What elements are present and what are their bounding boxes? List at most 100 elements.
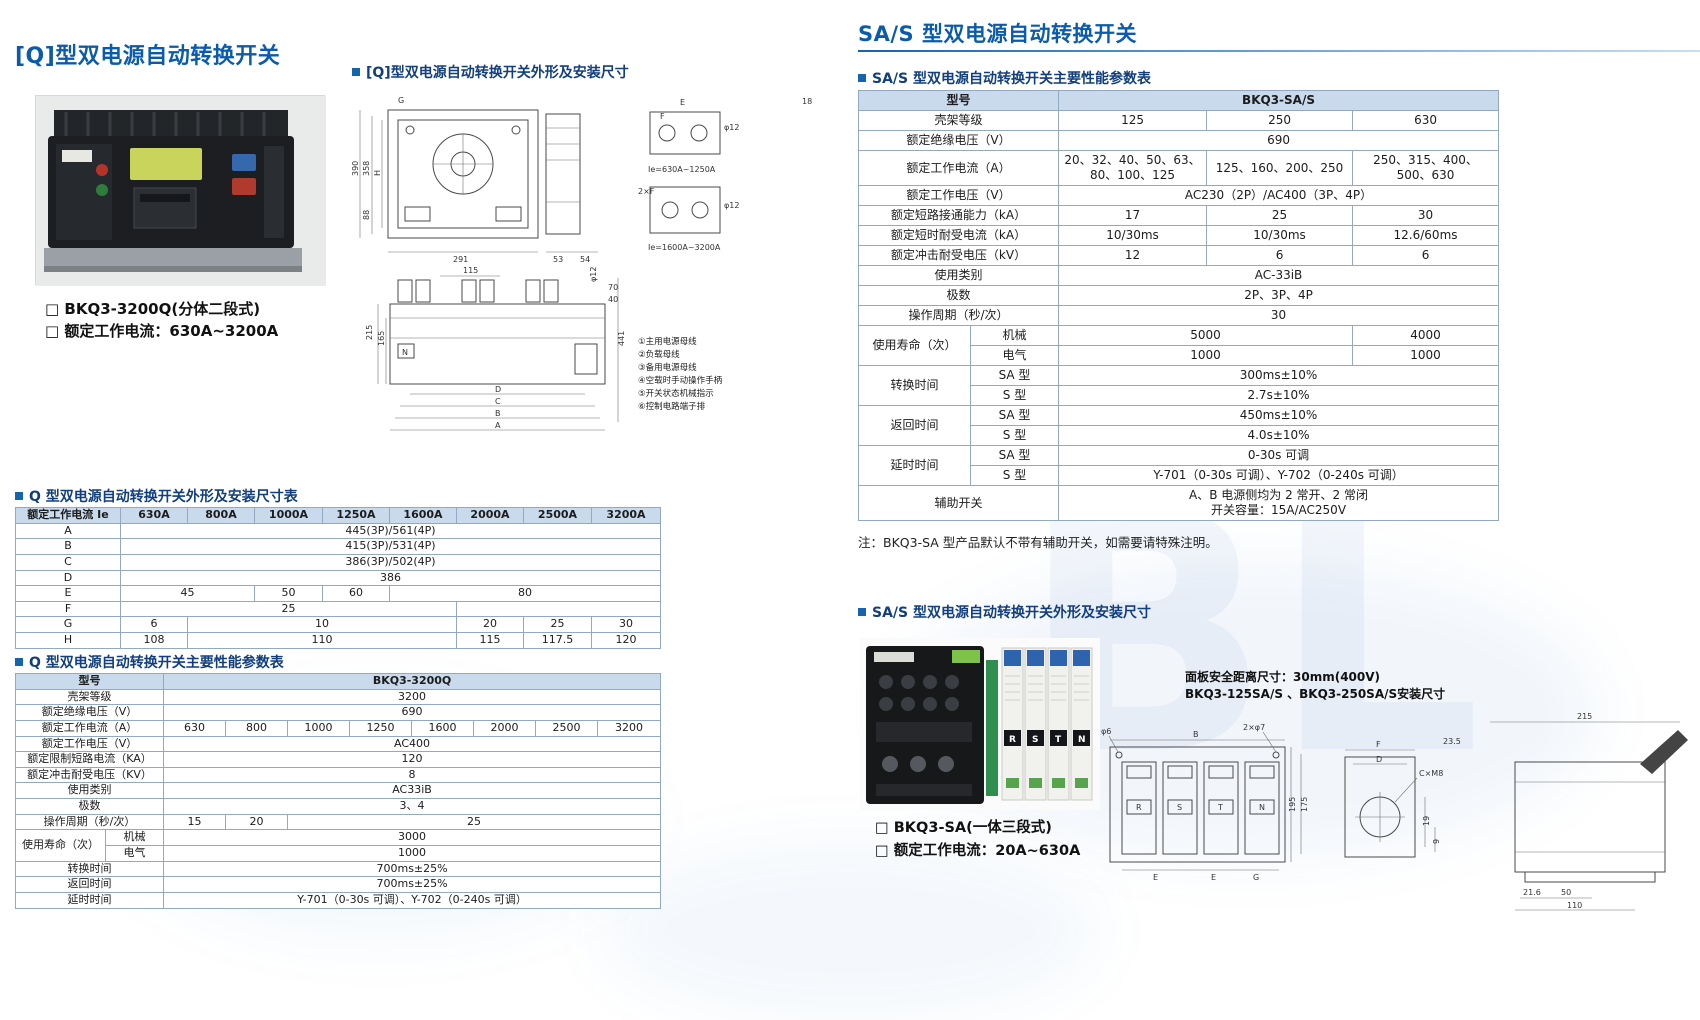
section-marker-icon xyxy=(352,68,360,76)
table-cell: 60 xyxy=(322,585,390,602)
table-cell: 壳架等级 xyxy=(857,110,1060,131)
table-cell: 386 xyxy=(120,569,661,587)
table-cell: 20 xyxy=(456,616,524,634)
table-cell: AC230（2P）/AC400（3P、4P） xyxy=(1058,185,1500,206)
callout-note: ②负载母线 xyxy=(638,349,680,360)
table-cell: 10 xyxy=(187,616,457,634)
dim-label: 53 xyxy=(553,255,563,264)
table-cell: 2500 xyxy=(535,719,598,737)
sa-front-view-outline: R S T N xyxy=(1109,746,1286,863)
table-cell: 3、4 xyxy=(162,798,662,815)
dim-label: φ12 xyxy=(724,201,739,210)
dim-label: 195 xyxy=(1288,797,1297,812)
module-letter: N xyxy=(1259,803,1265,812)
table-cell: 108 xyxy=(120,632,188,649)
table-cell: 15 xyxy=(163,813,226,831)
dim-label: F xyxy=(660,112,665,121)
table-cell: S 型 xyxy=(969,465,1060,486)
module-letter: N xyxy=(1078,735,1086,745)
table-cell: 25 xyxy=(523,616,592,634)
table-cell: 额定工作电压（V） xyxy=(857,185,1060,206)
dim-label: 88 xyxy=(362,210,371,220)
table-cell: 辅助开关 xyxy=(857,485,1060,521)
dim-label: 215 xyxy=(365,325,374,340)
section-header-sa-drawing: SA/S 型双电源自动转换开关外形及安装尺寸 xyxy=(858,602,1151,622)
q-front-view-outline xyxy=(387,109,539,239)
switch-module: R xyxy=(1001,647,1024,801)
technical-drawing-q: G H 390 358 88 291 53 54 18 E F φ12 Ie=6… xyxy=(350,92,830,462)
dim-label: B xyxy=(495,409,501,418)
table-cell: 300ms±10% xyxy=(1058,365,1500,386)
q-bottom-view-terminals xyxy=(397,279,559,303)
dim-label: 358 xyxy=(362,161,371,176)
table-cell: 壳架等级 xyxy=(15,688,164,706)
table-cell: 3000 xyxy=(162,829,662,847)
table-row: 额定冲击耐受电压（KV）8 xyxy=(15,766,662,784)
table-cell: 操作周期（秒/次） xyxy=(857,305,1060,326)
dim-label: F xyxy=(1376,740,1381,749)
table-cell: 1000A xyxy=(254,507,323,524)
dim-label: 9 xyxy=(1432,839,1441,844)
dim-label: 54 xyxy=(580,255,590,264)
section-marker-icon xyxy=(858,74,866,82)
table-cell: 450ms±10% xyxy=(1058,405,1500,426)
callout-note: ④空载时手动操作手柄 xyxy=(638,375,723,386)
dim-label: 390 xyxy=(351,161,360,176)
table-cell: 1000 xyxy=(1352,345,1500,366)
table-cell: 4.0s±10% xyxy=(1058,425,1500,446)
table-cell: S 型 xyxy=(969,385,1060,406)
table-cell: 使用类别 xyxy=(857,265,1060,286)
table-cell: 额定绝缘电压（V） xyxy=(857,130,1060,151)
table-cell: 117.5 xyxy=(523,632,592,649)
table-cell: 电气 xyxy=(969,345,1060,366)
table-cell: 1000 xyxy=(287,719,350,737)
table-cell: 返回时间 xyxy=(858,405,971,446)
table-cell: 800A xyxy=(187,507,255,524)
table-cell: 115 xyxy=(456,632,524,649)
dim-label: 19 xyxy=(1422,816,1431,826)
table-cell: 12 xyxy=(1058,245,1208,266)
current-bullet-sa: □ 额定工作电流：20A~630A xyxy=(875,843,1081,859)
table-cell: 10/30ms xyxy=(1206,225,1354,246)
table-cell: 25 xyxy=(120,600,457,618)
dim-label: B xyxy=(1193,730,1199,739)
section-marker-icon xyxy=(858,608,866,616)
section-header-label: SA/S 型双电源自动转换开关主要性能参数表 xyxy=(872,71,1151,87)
table-cell xyxy=(456,600,661,618)
table-cell: 极数 xyxy=(857,285,1060,306)
page-title-q: [Q]型双电源自动转换开关 xyxy=(15,44,281,69)
dim-label: φ12 xyxy=(589,267,598,282)
table-cell: 2500A xyxy=(523,507,592,524)
table-cell: 690 xyxy=(162,704,662,721)
table-cell: AC33iB xyxy=(162,782,662,800)
table-cell: 使用类别 xyxy=(15,782,164,800)
table-cell: 额定冲击耐受电压（KV） xyxy=(15,766,164,784)
dim-label: 291 xyxy=(453,255,468,264)
table-cell: SA 型 xyxy=(969,445,1060,466)
table-cell: 使用寿命（次） xyxy=(858,325,971,366)
table-cell: 1000 xyxy=(162,845,662,862)
table-cell: BKQ3-3200Q xyxy=(162,673,662,690)
dim-label: E xyxy=(680,98,685,107)
table-cell: 20、32、40、50、63、80、100、125 xyxy=(1058,150,1208,186)
table-cell: 30 xyxy=(1058,305,1500,326)
dim-label: 23.5 xyxy=(1443,737,1461,746)
section-header-label: Q 型双电源自动转换开关主要性能参数表 xyxy=(29,655,284,671)
current-bullet-q: □ 额定工作电流：630A~3200A xyxy=(45,322,279,340)
panel-distance-note: 面板安全距离尺寸：30mm(400V) xyxy=(1185,670,1381,684)
